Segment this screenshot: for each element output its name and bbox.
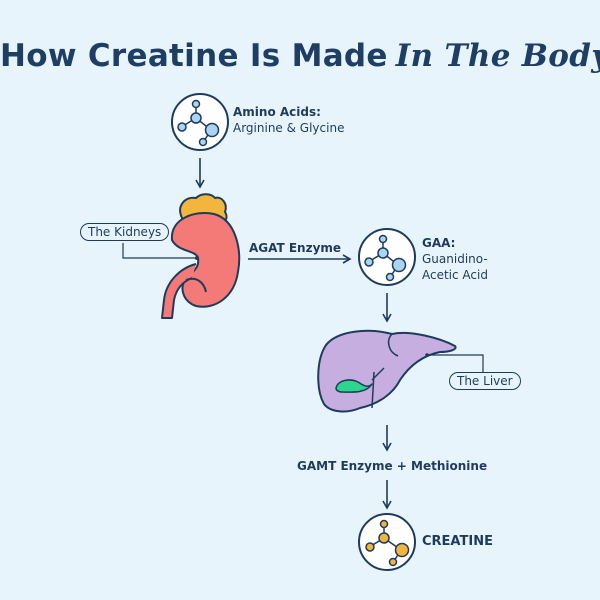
gaa-title: GAA: [422, 236, 456, 250]
amino-acid-molecule-icon [171, 93, 229, 151]
gaa-line1: Guanidino- [422, 252, 488, 266]
agat-enzyme-label: AGAT Enzyme [249, 241, 342, 255]
kidney-callout-line [122, 243, 197, 259]
amino-acids-label: Amino Acids: Arginine & Glycine [233, 104, 344, 136]
kidney-icon [161, 193, 241, 319]
amino-acids-title: Amino Acids: [233, 105, 321, 119]
creatine-molecule-icon [358, 513, 416, 571]
gaa-line2: Acetic Acid [422, 268, 488, 282]
liver-callout-line [427, 354, 484, 372]
gaa-label: GAA: Guanidino- Acetic Acid [422, 235, 488, 283]
title-script: In The Body [395, 38, 600, 74]
creatine-label: CREATINE [422, 534, 493, 549]
gaa-molecule-icon [358, 228, 416, 286]
kidneys-label: The Kidneys [80, 223, 170, 241]
liver-label: The Liver [449, 372, 521, 390]
amino-acids-subtitle: Arginine & Glycine [233, 121, 345, 135]
liver-icon [317, 329, 457, 413]
title-main: How Creatine Is Made [0, 38, 388, 74]
gamt-enzyme-label: GAMT Enzyme + Methionine [297, 459, 488, 473]
